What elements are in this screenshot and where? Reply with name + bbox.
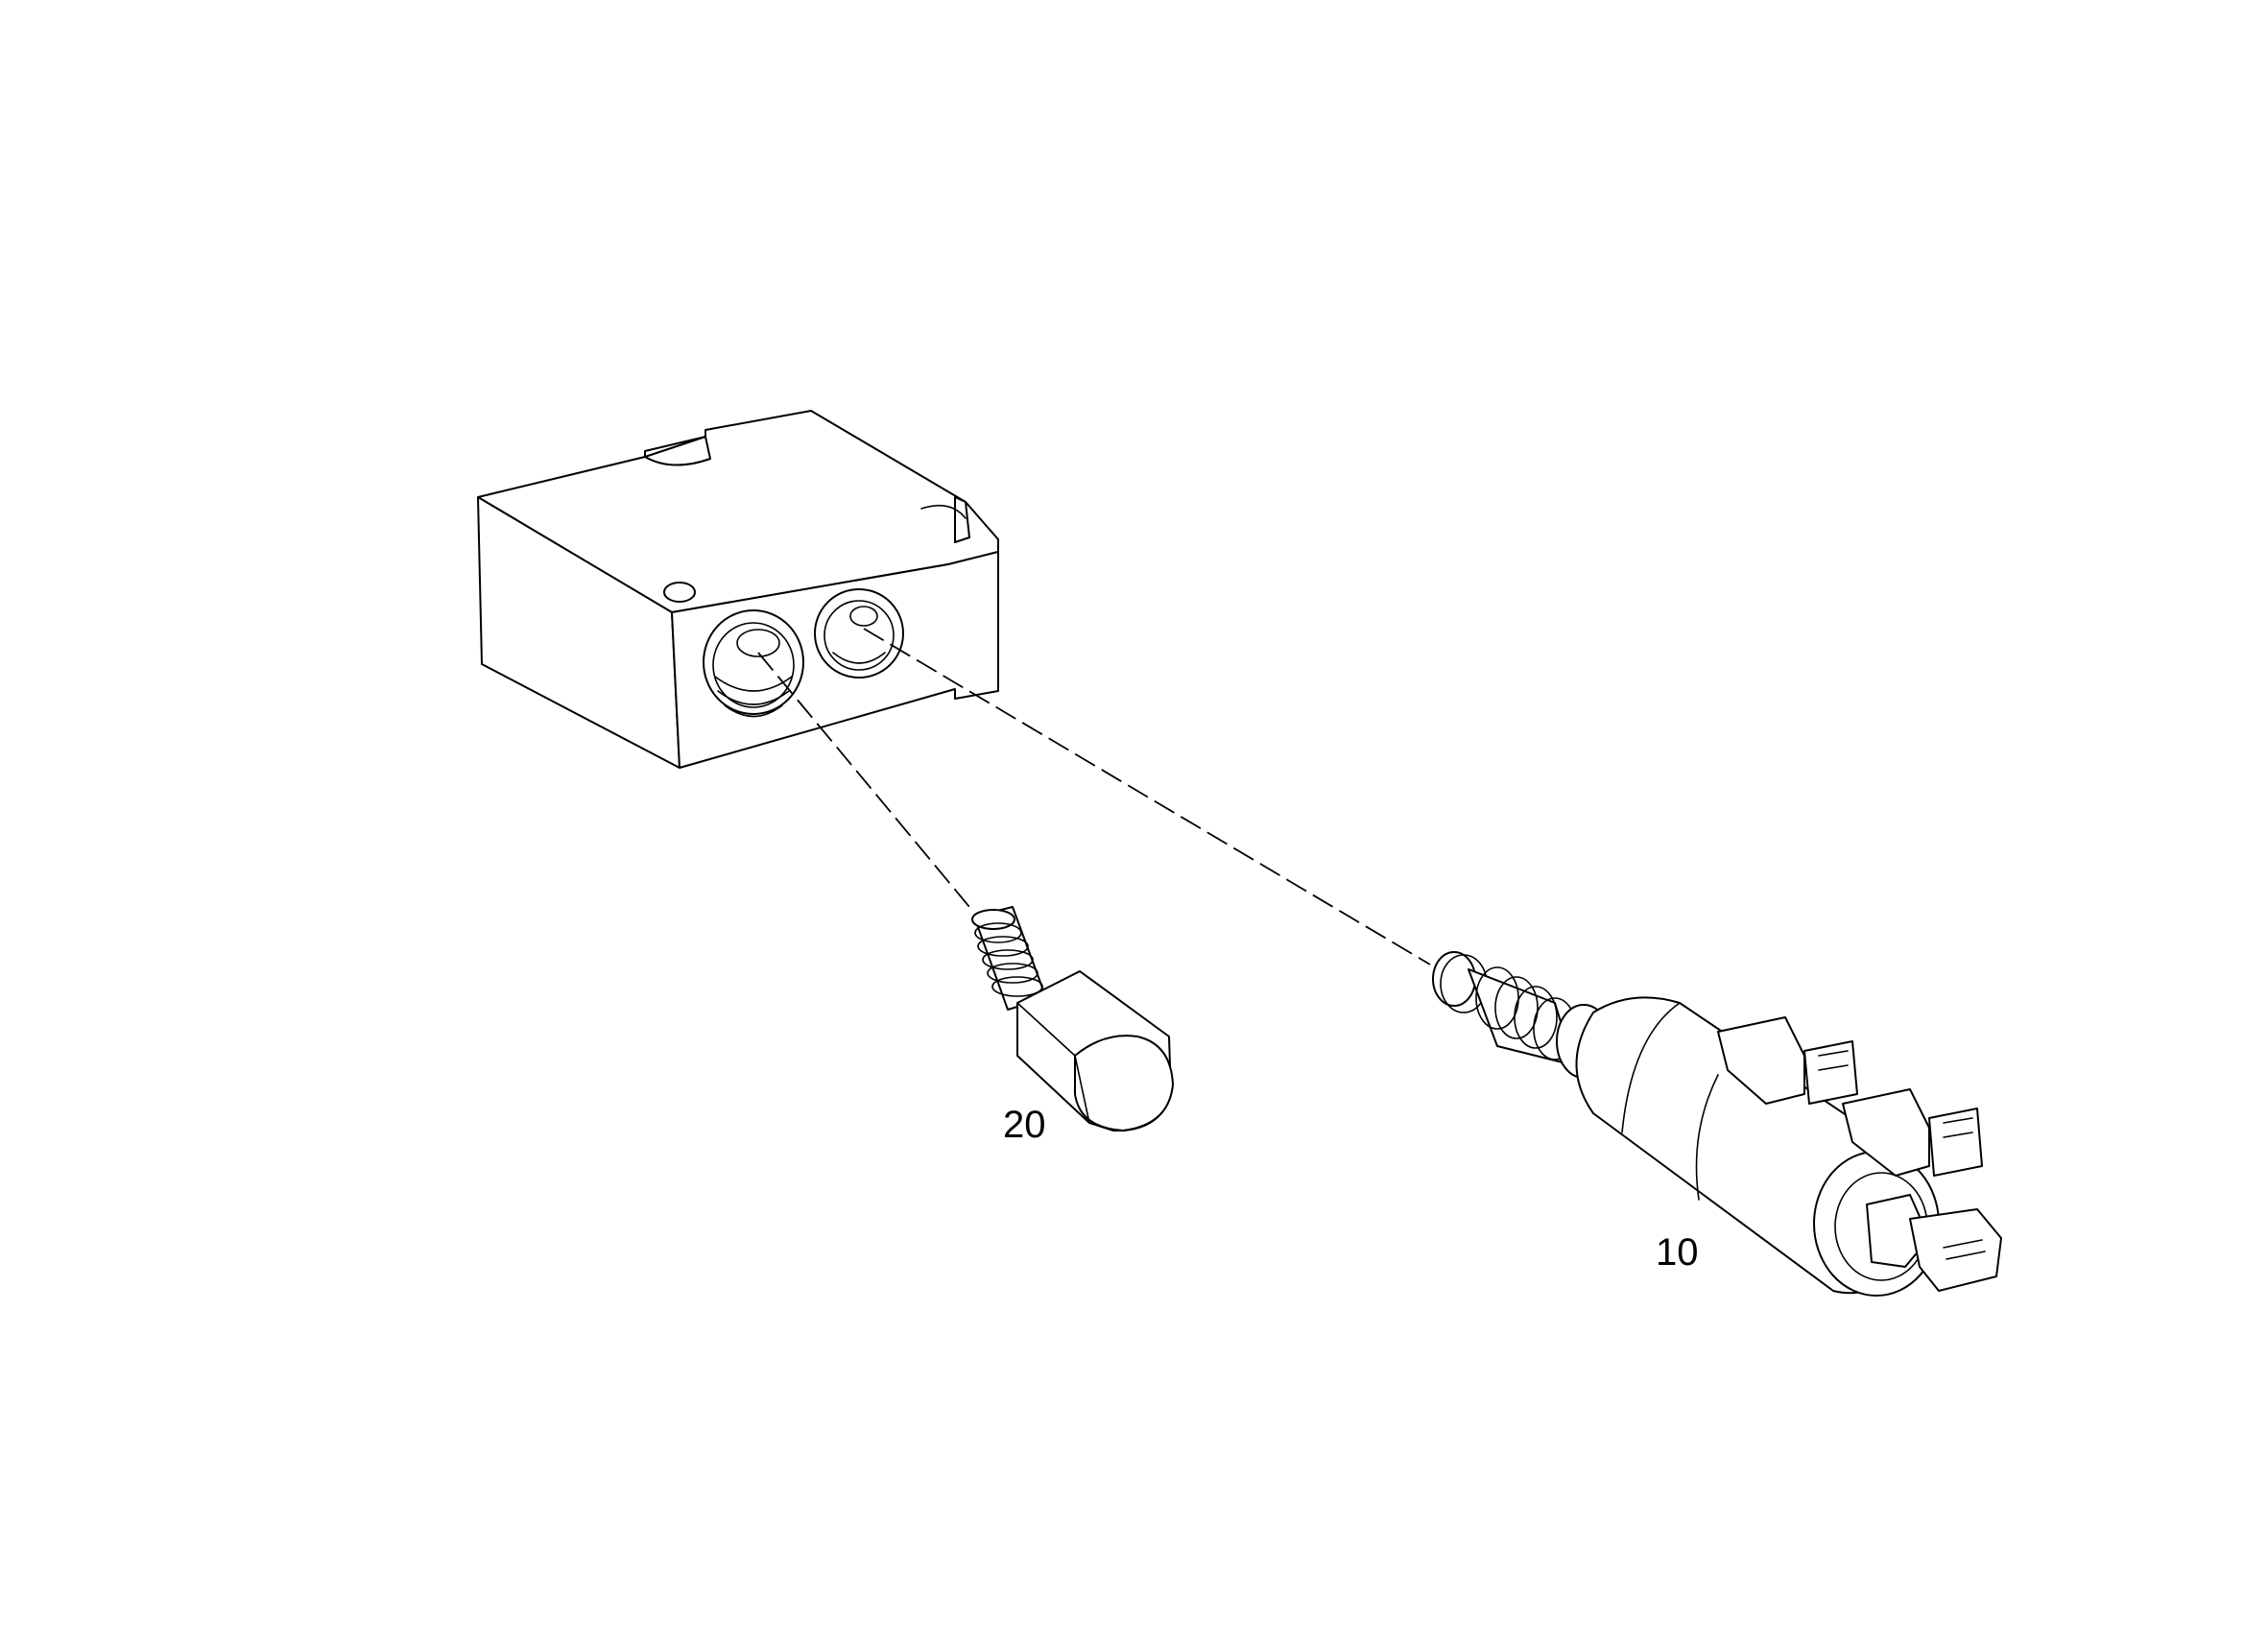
plug-part — [971, 906, 1174, 1132]
solenoid-valve-part — [1432, 951, 2002, 1297]
leader-line-plug — [757, 652, 970, 908]
leader-line-solenoid — [863, 628, 1431, 965]
valve-block — [477, 410, 999, 769]
callout-label-solenoid: 10 — [1656, 1231, 1699, 1274]
callout-label-plug: 20 — [1003, 1104, 1046, 1146]
